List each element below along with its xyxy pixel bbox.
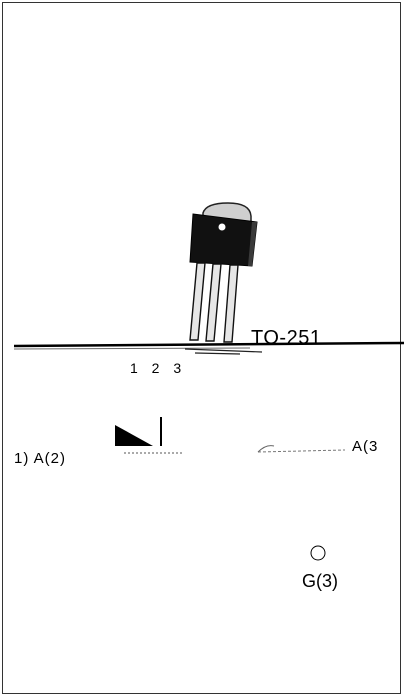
lead-ticks bbox=[184, 348, 263, 355]
gate-terminal-circle bbox=[310, 545, 326, 561]
baseline bbox=[13, 341, 405, 348]
baseline-shadow bbox=[13, 347, 251, 350]
pin-numbers: 1 2 3 bbox=[130, 360, 187, 376]
terminal-right-label: A(3 bbox=[352, 438, 379, 455]
wire-right bbox=[257, 449, 346, 453]
gate-terminal-label: G(3) bbox=[302, 571, 338, 591]
lead-3 bbox=[223, 264, 239, 343]
diode-triangle bbox=[115, 425, 153, 446]
package-label: TO-251 bbox=[251, 327, 322, 349]
transistor-body bbox=[189, 213, 258, 267]
lead-2 bbox=[205, 263, 222, 342]
terminal-left-label: 1) A(2) bbox=[14, 450, 67, 467]
lead-1 bbox=[189, 262, 206, 341]
transistor-leads bbox=[189, 262, 239, 343]
mounting-hole bbox=[218, 223, 226, 231]
wire-right-hook bbox=[257, 445, 275, 453]
transistor-body-side bbox=[248, 222, 257, 266]
